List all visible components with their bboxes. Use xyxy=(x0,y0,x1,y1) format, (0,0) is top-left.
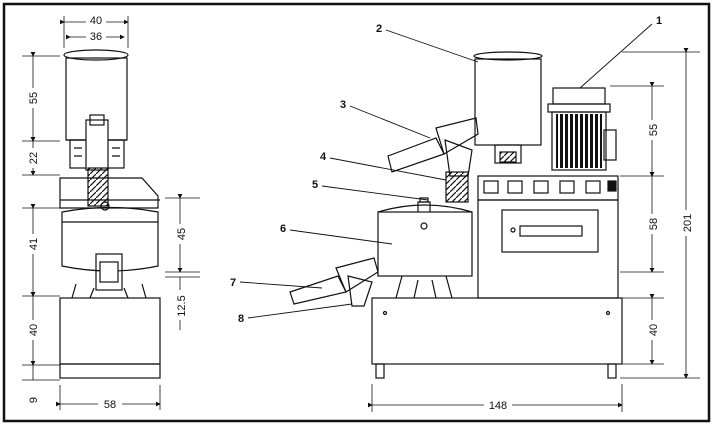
dim-bottom-left: 58 xyxy=(104,399,116,411)
dim-left-neck: 22 xyxy=(28,152,40,164)
callout-6: 6 xyxy=(280,223,286,235)
callout-1: 1 xyxy=(656,15,662,27)
dim-right-base: 40 xyxy=(648,324,660,336)
callout-8: 8 xyxy=(238,313,244,325)
side-view xyxy=(59,49,161,379)
callout-7: 7 xyxy=(230,277,236,289)
border xyxy=(2,2,711,423)
front-view xyxy=(289,51,623,379)
dim-mid-base: 12.5 xyxy=(176,295,188,316)
dimension-labels: 40 36 55 22 41 40 9 58 45 12.5 55 58 40 … xyxy=(26,14,694,412)
leader-lines xyxy=(239,23,653,319)
dim-right-panel: 58 xyxy=(648,218,660,230)
callout-3: 3 xyxy=(340,99,346,111)
dim-top-outer: 40 xyxy=(90,15,102,27)
dim-left-tank: 41 xyxy=(28,238,40,250)
dim-top-inner: 36 xyxy=(90,31,102,43)
callout-labels: 1 2 3 4 5 6 7 8 xyxy=(230,15,662,325)
dim-overall-height: 201 xyxy=(682,214,694,232)
dim-left-base: 40 xyxy=(28,324,40,336)
callout-2: 2 xyxy=(376,23,382,35)
left-dim-lines xyxy=(22,16,200,410)
callout-4: 4 xyxy=(320,151,327,163)
dim-right-motor: 55 xyxy=(648,124,660,136)
callout-5: 5 xyxy=(312,179,318,191)
dim-left-foot: 9 xyxy=(28,397,40,403)
dim-bottom-right: 148 xyxy=(489,400,507,412)
dim-left-hopper: 55 xyxy=(28,92,40,104)
dim-mid-tank: 45 xyxy=(176,228,188,240)
